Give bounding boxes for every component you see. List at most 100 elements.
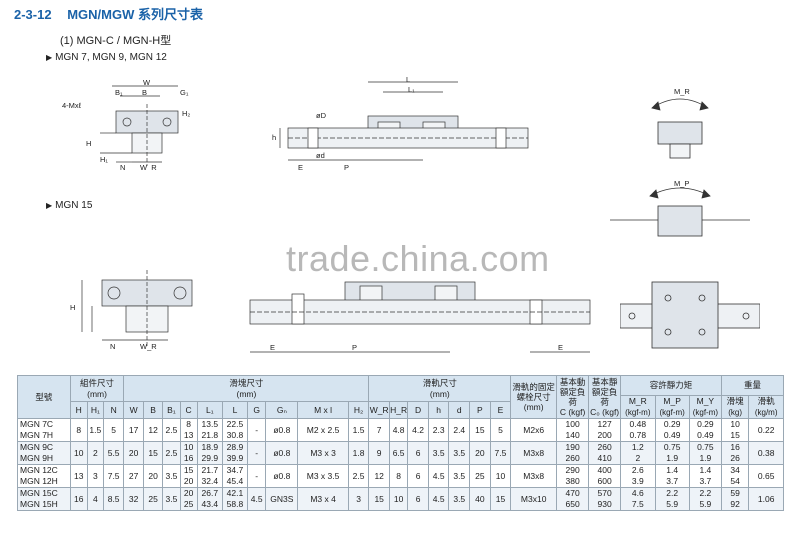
dim-label-WR: W_R — [140, 163, 157, 171]
col-rail-3: h — [427, 401, 450, 419]
cell-h2: 2.5 — [347, 464, 370, 488]
cell-b: 25 — [142, 487, 164, 511]
cell-mxl: M3 x 4 — [297, 487, 349, 511]
cell-b: 15 — [142, 441, 164, 465]
cell-d: 2.4 — [448, 418, 471, 442]
cell-bolt: M3x8 — [510, 441, 558, 465]
col-rail-1: H_R — [388, 401, 409, 419]
cell-h1: 2 — [86, 441, 104, 465]
subtitle: (1) MGN-C / MGN-H型 — [60, 35, 172, 47]
col-block-5: L — [221, 401, 249, 419]
cell-hr: 8 — [388, 464, 409, 488]
cell-w: 17 — [123, 418, 144, 442]
model-header: 型號 — [17, 375, 71, 419]
col-MP: M_P(kgf-m) — [654, 395, 690, 419]
cell-n: 5.5 — [102, 441, 125, 465]
cell-d: 3.5 — [448, 441, 471, 465]
cell-rail_w: 1.06 — [748, 487, 784, 511]
page-title: MGN/MGW 系列尺寸表 — [67, 7, 203, 22]
col-assembly-0: H — [69, 401, 88, 419]
dim-label-E: E — [298, 163, 303, 171]
cell-h2: 1.5 — [347, 418, 370, 442]
group-weight: 重量 — [720, 375, 785, 396]
cell-bolt: M3x10 — [510, 487, 558, 511]
cell-g: - — [247, 464, 267, 488]
dim-label-H1: H₁ — [100, 155, 108, 164]
cell-e: 10 — [489, 464, 512, 488]
dim-label-H: H — [86, 139, 91, 148]
col-block-6: G — [247, 401, 267, 419]
dim-label-h: h — [272, 133, 276, 142]
cell-g: - — [247, 418, 267, 442]
cell-d: 6 — [407, 487, 429, 511]
cell-b1: 3.5 — [162, 464, 181, 488]
cell-h: 3.5 — [427, 441, 450, 465]
col-rail-5: P — [469, 401, 491, 419]
cell-hr: 6.5 — [388, 441, 409, 465]
cell-p: 20 — [469, 441, 491, 465]
group-rail: 滑軌尺寸(mm) — [368, 375, 512, 402]
cell-h1: 3 — [86, 464, 104, 488]
col-rail-weight: 滑軌(kg/m) — [748, 395, 784, 419]
col-block-0: W — [123, 401, 144, 419]
cell-p: 15 — [469, 418, 491, 442]
dim-label-H: H — [70, 303, 75, 312]
dim-label-E2: E — [558, 343, 563, 352]
dim-label-oD: øD — [316, 111, 327, 120]
group-assembly: 組件尺寸(mm) — [69, 375, 125, 402]
cell-h: 8 — [69, 418, 88, 442]
col-block-weight: 滑塊(kg) — [720, 395, 750, 419]
cell-p: 40 — [469, 487, 491, 511]
col-rail-4: d — [448, 401, 471, 419]
cell-rail_w: 0.65 — [748, 464, 784, 488]
cell-b: 12 — [142, 418, 164, 442]
cell-b1: 2.5 — [162, 418, 181, 442]
cell-d: 6 — [407, 464, 429, 488]
cell-n: 7.5 — [102, 464, 125, 488]
dim-label-L: L — [406, 76, 410, 84]
cell-bolt: M3x8 — [510, 464, 558, 488]
page-header: 2-3-12 MGN/MGW 系列尺寸表 — [14, 4, 203, 23]
cell-h1: 4 — [86, 487, 104, 511]
group-moment: 容許靜力矩 — [620, 375, 722, 396]
cell-bolt: M2x6 — [510, 418, 558, 442]
col-block-9: H₂ — [347, 401, 370, 419]
moment-mr-drawing: M_R — [651, 87, 709, 159]
dim-label-L1: L₁ — [408, 85, 415, 94]
col-block-1: B — [142, 401, 164, 419]
cell-g: - — [247, 441, 267, 465]
cell-g: 4.5 — [247, 487, 267, 511]
group-block: 滑塊尺寸(mm) — [123, 375, 370, 402]
cell-wr: 15 — [368, 487, 390, 511]
dim-label-E: E — [270, 343, 275, 352]
dim-label-WR: W_R — [140, 342, 157, 351]
cell-wr: 12 — [368, 464, 390, 488]
cell-hr: 4.8 — [388, 418, 409, 442]
moment-label-MR: M_R — [674, 87, 690, 96]
moment-label-MP: M_P — [674, 179, 689, 188]
